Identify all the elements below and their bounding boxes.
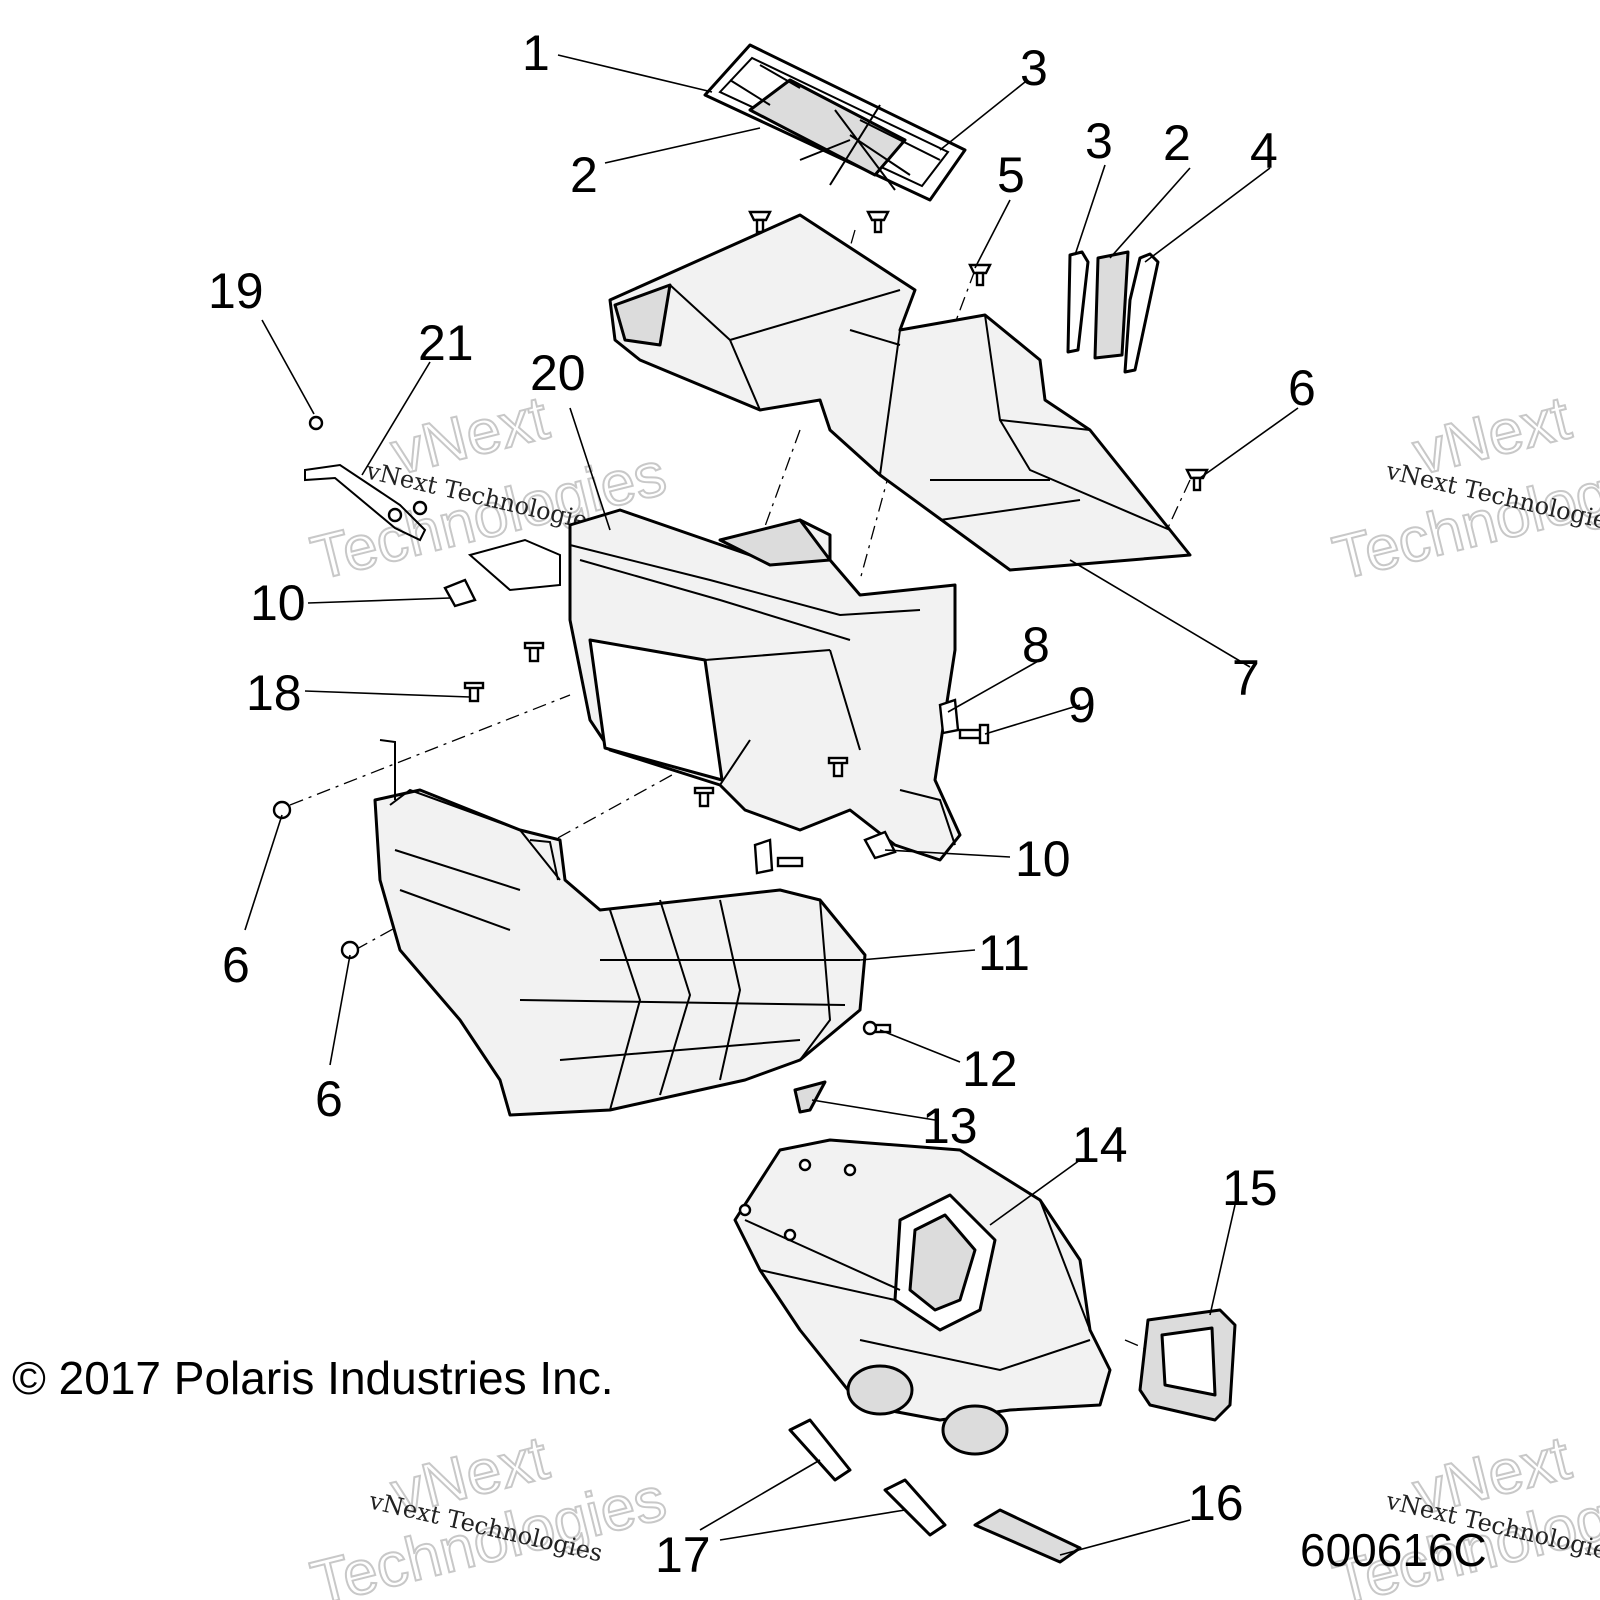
callout-2b: 2 [1163,115,1191,171]
callout-3b: 3 [1085,113,1113,169]
watermark-top-right: vNext Technologies vNext Technologies [1326,382,1600,594]
strap-21 [304,415,428,542]
callout-5: 5 [997,147,1025,203]
document-number: 600616C [1300,1524,1487,1576]
leader-lines [244,54,1299,1556]
clamps-17 [788,1418,947,1537]
callout-16: 16 [1188,1475,1244,1531]
callout-18: 18 [246,665,302,721]
label-16 [973,1508,1082,1564]
small-fasteners [272,578,990,1036]
screw-12 [862,1020,892,1036]
callout-6a: 6 [1288,360,1316,416]
bolt-9 [958,723,990,745]
intake-duct [467,508,962,862]
upper-intake-cover [608,213,1192,572]
callout-8: 8 [1022,617,1050,673]
clip-10-lower [863,830,897,860]
seal-strips [1066,250,1160,374]
filter-frame-assembly [703,43,967,202]
grommet-13 [793,1080,827,1114]
callout-6c: 6 [315,1071,343,1127]
screw-18 [463,681,485,703]
gasket-15 [1138,1308,1237,1422]
callout-15: 15 [1222,1160,1278,1216]
callout-14: 14 [1072,1117,1128,1173]
callout-labels: 1 2 3 3 2 4 5 19 21 20 6 10 7 8 18 9 6 1… [208,25,1316,1583]
callout-4: 4 [1250,123,1278,179]
callout-17: 17 [655,1527,711,1583]
lower-duct [373,739,867,1117]
copyright-notice: © 2017 Polaris Industries Inc. [12,1352,614,1404]
callout-11: 11 [978,925,1030,981]
callout-6b: 6 [222,937,250,993]
callout-3: 3 [1020,40,1048,96]
callout-2: 2 [570,147,598,203]
nut-8 [938,698,960,735]
callout-12: 12 [962,1041,1018,1097]
callout-21: 21 [418,315,474,371]
callout-19: 19 [208,263,264,319]
callout-20: 20 [530,345,586,401]
clip-10-upper [443,578,477,608]
callout-9: 9 [1068,677,1096,733]
watermark-bottom-left: vNext Technologies vNext Technologies [304,1422,674,1600]
airbox-lower [733,1138,1112,1456]
screw-6-a [272,800,292,820]
callout-10b: 10 [1015,831,1071,887]
callout-13: 13 [922,1098,978,1154]
callout-7: 7 [1232,650,1260,706]
callout-1: 1 [522,25,550,81]
callout-10a: 10 [250,575,306,631]
